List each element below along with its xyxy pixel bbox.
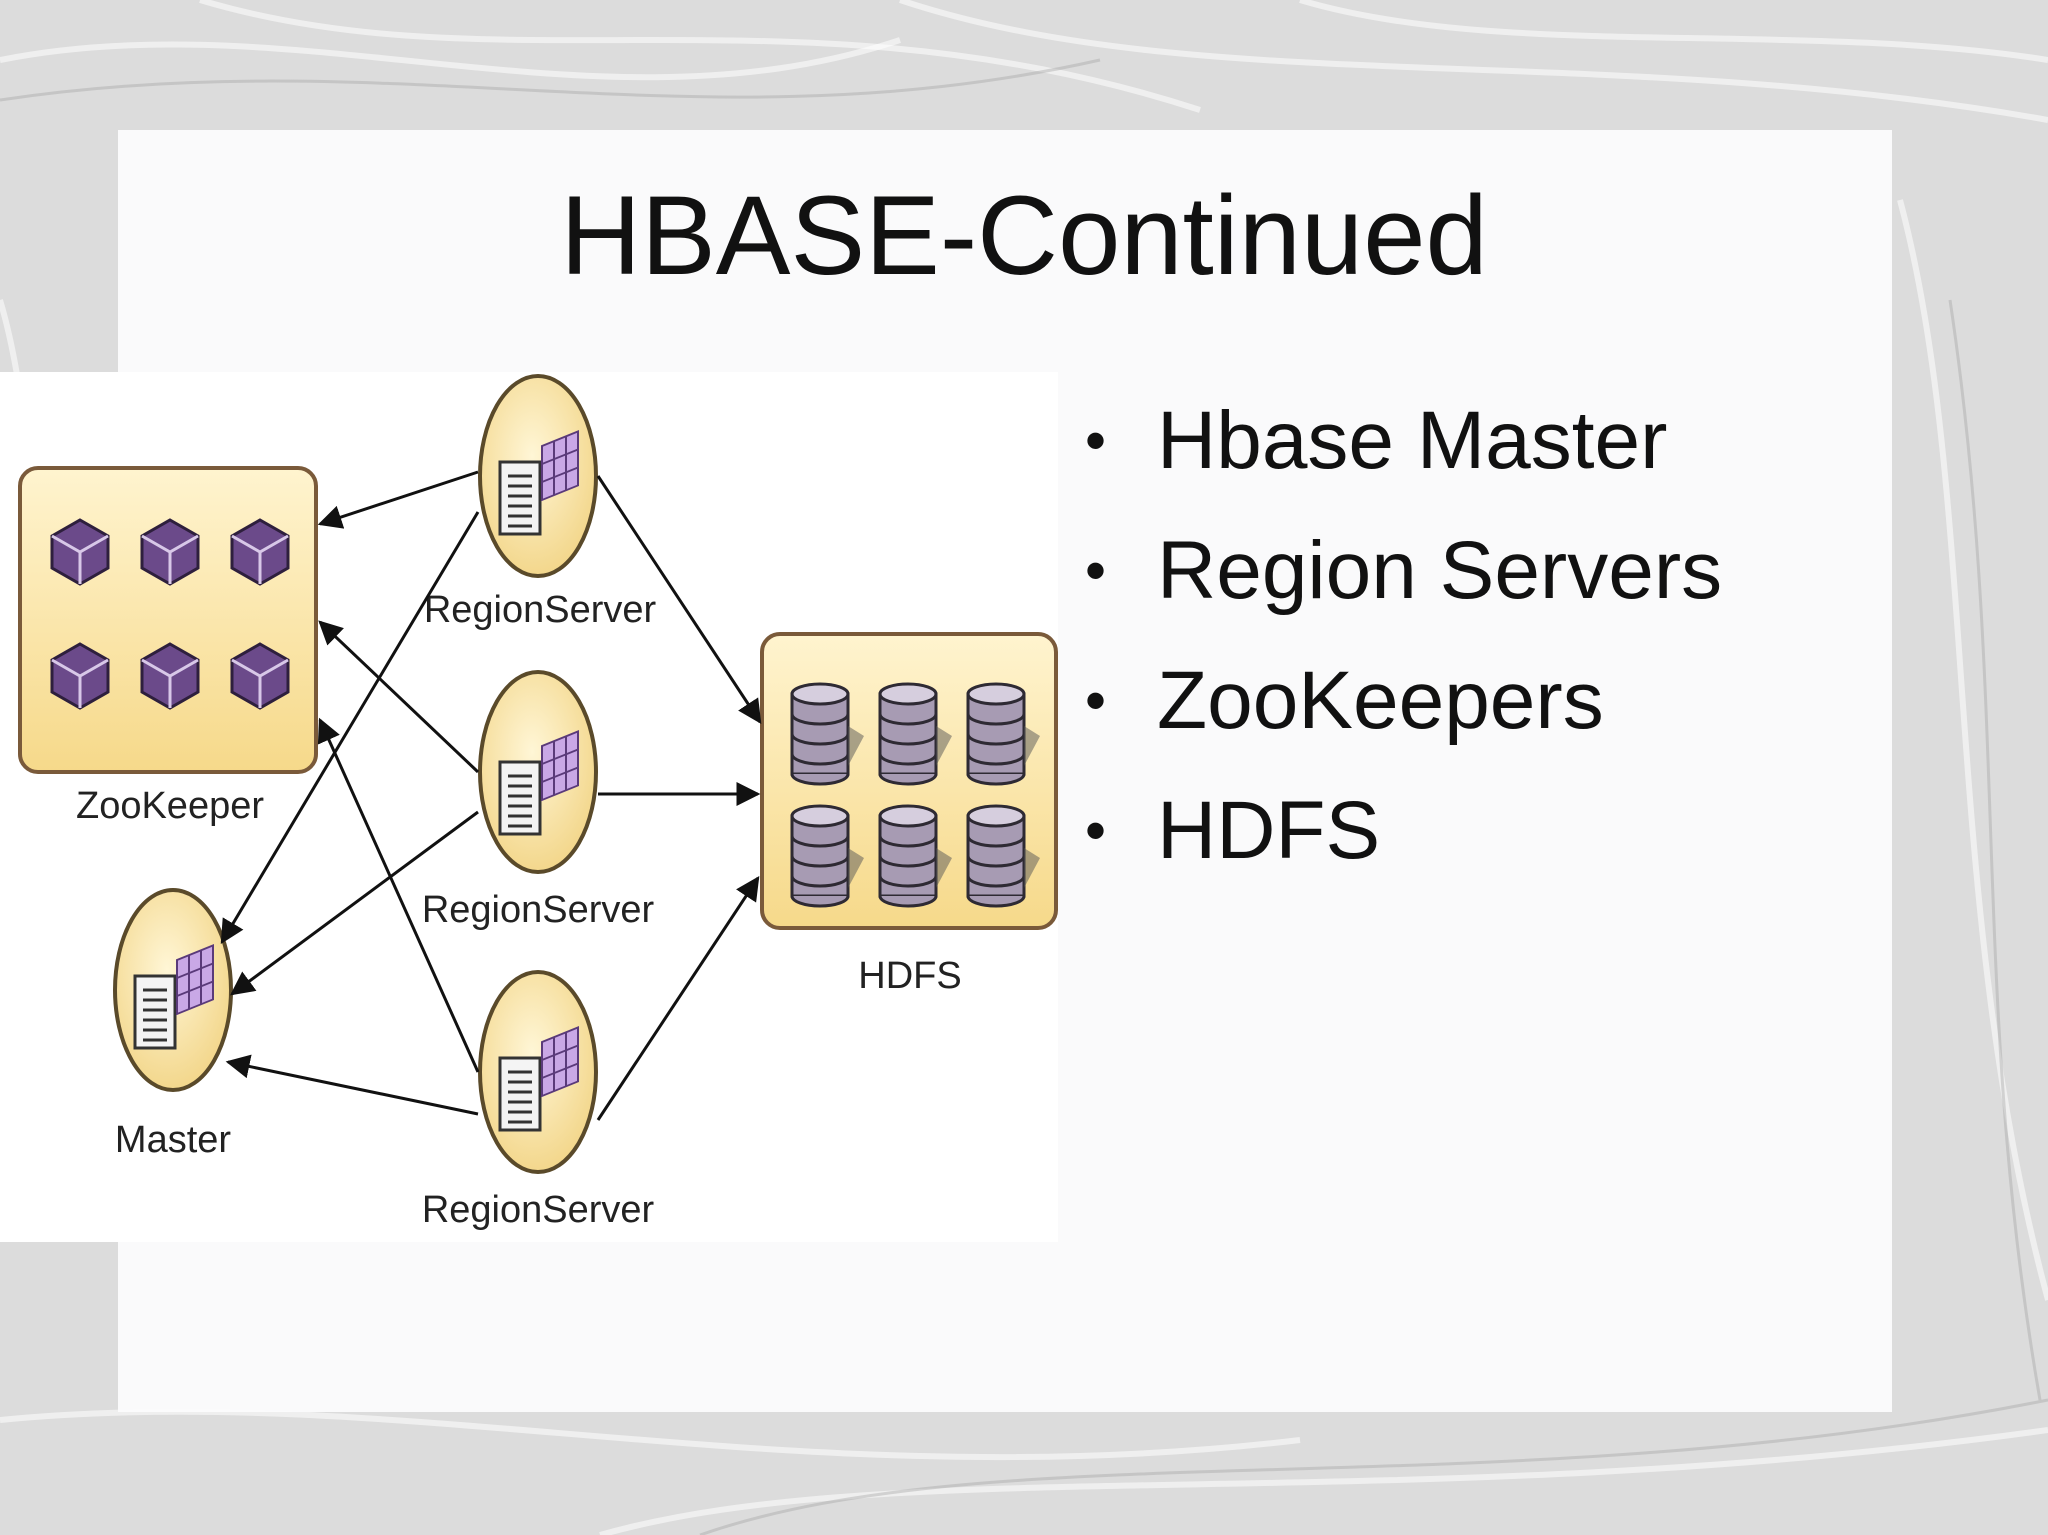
hbase-architecture-diagram: ZooKeeper HDFS RegionServer RegionServer… [18,374,1058,1231]
region-server-3-label: RegionServer [422,1189,655,1231]
rs3-to-master-arrow [225,1054,479,1116]
bullet-item: •HDFS [1085,790,1722,872]
master-node [113,888,233,1092]
rs1-to-master-arrow [220,511,480,945]
bullet-text: HDFS [1157,785,1381,876]
bullet-item: •Hbase Master [1085,400,1722,482]
bullet-item: •Region Servers [1085,530,1722,612]
bullet-dot: • [1085,667,1107,734]
master-label: Master [115,1119,231,1161]
bullet-dot: • [1085,407,1107,474]
slide-title: HBASE-Continued [560,173,1488,298]
region-server-2-label: RegionServer [422,889,655,931]
bullet-text: ZooKeepers [1157,655,1604,746]
bullet-item: •ZooKeepers [1085,660,1722,742]
zookeeper-label: ZooKeeper [76,785,264,827]
rs2-to-master-arrow [230,810,479,996]
zookeeper-node [18,466,318,774]
hdfs-label: HDFS [858,955,961,997]
rs3-to-zookeeper-arrow [317,717,480,1073]
rs1-to-zookeeper-arrow [317,470,479,529]
region-server-1-node [478,374,598,578]
diagram-connectors [220,470,762,1121]
bullet-list: •Hbase Master •Region Servers •ZooKeeper… [1085,400,1722,920]
bullet-text: Region Servers [1157,525,1723,616]
region-server-1-label: RegionServer [424,589,657,631]
rs1-to-hdfs-arrow [596,475,762,725]
rs3-to-hdfs-arrow [596,875,760,1121]
bullet-dot: • [1085,537,1107,604]
region-server-2-node [478,670,598,874]
hdfs-node [760,632,1058,930]
bullet-dot: • [1085,797,1107,864]
region-server-3-node [478,970,598,1174]
bullet-text: Hbase Master [1157,395,1668,486]
rs2-to-zookeeper-arrow [318,620,480,774]
